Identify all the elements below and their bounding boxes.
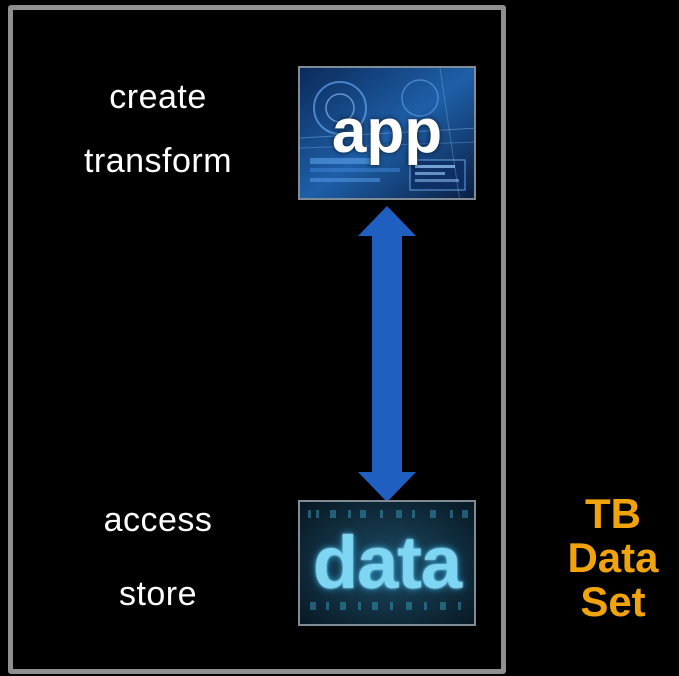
label-access: access xyxy=(103,501,213,539)
diagram-frame xyxy=(8,5,506,674)
data-digital-icon xyxy=(300,502,474,624)
bidirectional-arrow-icon xyxy=(358,206,416,502)
tb-dataset-line2: Data xyxy=(567,534,659,581)
data-image: data xyxy=(298,500,476,626)
data-word: data xyxy=(312,521,462,604)
label-transform: transform xyxy=(83,142,233,180)
app-word: app xyxy=(331,97,443,166)
tb-dataset-label: TB Data Set xyxy=(548,492,678,624)
label-store: store xyxy=(118,575,198,613)
tb-dataset-line1: TB xyxy=(585,490,641,537)
label-create: create xyxy=(109,78,207,116)
tb-dataset-line3: Set xyxy=(580,578,646,625)
app-technology-icon xyxy=(300,68,474,198)
app-image: app xyxy=(298,66,476,200)
